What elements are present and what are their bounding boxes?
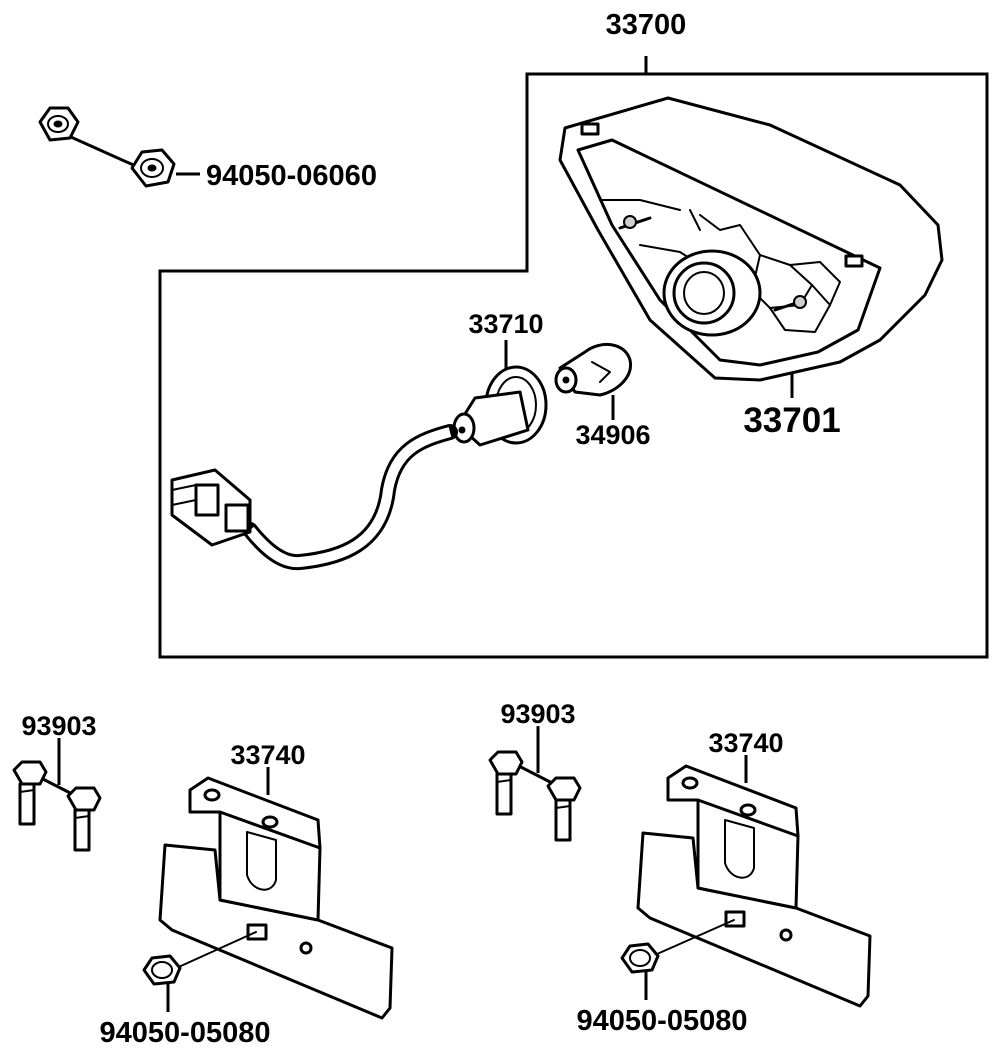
label-flange-nut-right: 94050-05080 xyxy=(577,1005,748,1037)
flange-nut-94050-05080-right xyxy=(620,942,660,1000)
bolts-93903-right xyxy=(488,726,582,842)
label-bolt-left: 93903 xyxy=(21,711,96,741)
label-flange-nut-left: 94050-05080 xyxy=(100,1017,271,1049)
assembly-frame xyxy=(158,56,989,659)
label-socket: 33710 xyxy=(468,309,543,339)
bracket-33740-right xyxy=(636,755,872,1008)
label-assembly: 33700 xyxy=(606,9,687,41)
flange-nut-94050-05080-left xyxy=(142,954,182,1012)
socket-harness-33710 xyxy=(170,340,548,571)
bulb-34906 xyxy=(554,343,632,420)
lens-housing-33701 xyxy=(558,96,944,398)
label-bracket-left: 33740 xyxy=(230,740,305,770)
nut-94050-06060 xyxy=(38,106,200,188)
label-bracket-right: 33740 xyxy=(708,728,783,758)
bolts-93903-left xyxy=(12,738,102,852)
bracket-33740-left xyxy=(158,767,394,1020)
label-lens: 33701 xyxy=(743,401,840,440)
label-bulb: 34906 xyxy=(575,420,650,450)
label-nut: 94050-06060 xyxy=(206,160,377,192)
label-bolt-right: 93903 xyxy=(500,699,575,729)
